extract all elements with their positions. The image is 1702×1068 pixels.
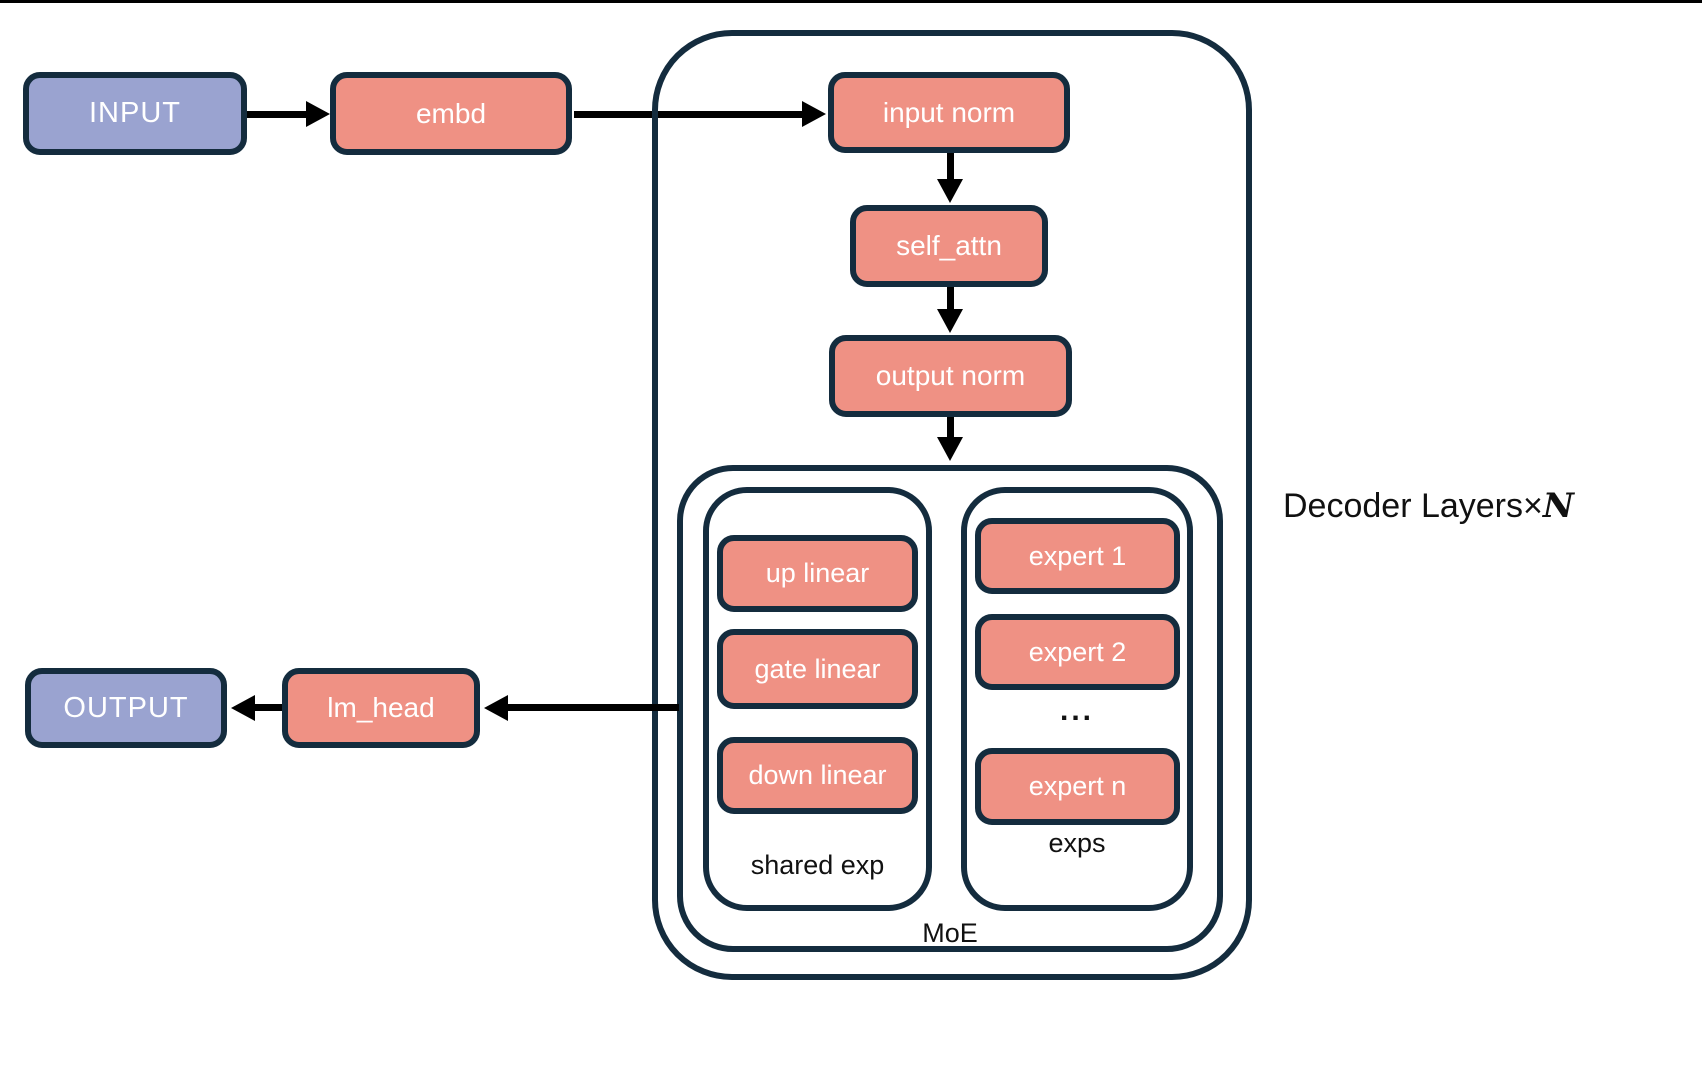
layer-count-symbol: N [1542,486,1574,526]
decoder-layers-caption-text: Decoder Layers [1283,487,1524,525]
decoder-layers-caption: Decoder Layers×N [1283,486,1574,526]
arrow-output-norm-to-moe-shaft [947,417,954,439]
arrow-output-norm-to-moe-head [937,437,963,461]
output-norm-node-label: output norm [875,360,1026,391]
arrow-moe-to-lm-head-shaft [506,704,679,711]
output-norm-node: output norm [829,335,1072,417]
experts-ellipsis: ... [1059,694,1094,727]
arrow-input-to-embd-head [306,101,330,127]
expert-1-node-label: expert 1 [1028,540,1127,571]
up-linear-node-label: up linear [765,558,870,588]
down-linear-node-label: down linear [748,760,887,790]
expert-n-node: expert n [975,748,1180,825]
input-node: INPUT [23,72,247,155]
moe-label: MoE [922,918,978,948]
up-linear-node: up linear [717,535,918,612]
expert-2-node: expert 2 [975,614,1180,690]
lm-head-node: lm_head [282,668,480,748]
arrow-self-attn-to-output-norm-head [937,309,963,333]
arrow-lm-head-to-output-head [231,695,255,721]
arrow-moe-to-lm-head-head [484,695,508,721]
moe-container [677,465,1223,952]
output-node: OUTPUT [25,668,227,748]
shared-exp-container [703,487,932,911]
gate-linear-node-label: gate linear [754,653,881,684]
lm-head-node-label: lm_head [327,692,435,723]
expert-n-node-label: expert n [1028,771,1127,801]
self-attn-node: self_attn [850,205,1048,287]
times-sign: × [1523,487,1543,525]
embd-node-label: embd [415,97,487,129]
input-norm-node-label: input norm [882,96,1016,128]
exps-container [961,487,1193,911]
expert-1-node: expert 1 [975,518,1180,594]
gate-linear-node: gate linear [717,629,918,709]
arrow-lm-head-to-output-shaft [253,704,282,711]
arrow-input-norm-to-self-attn-shaft [947,153,954,181]
expert-2-node-label: expert 2 [1028,636,1127,667]
arrow-embd-to-input-norm-head [802,101,826,127]
down-linear-node: down linear [717,737,918,814]
arrow-input-norm-to-self-attn-head [937,179,963,203]
input-norm-node: input norm [828,72,1070,153]
arrow-embd-to-input-norm-shaft [574,111,804,118]
arrow-input-to-embd-shaft [247,111,309,118]
exps-label: exps [1048,828,1106,858]
input-node-label: INPUT [89,97,181,129]
shared-exp-label: shared exp [750,850,885,880]
embd-node: embd [330,72,572,155]
arrow-self-attn-to-output-norm-shaft [947,287,954,311]
output-node-label: OUTPUT [63,691,189,724]
top-edge-line [0,0,1702,3]
self-attn-node-label: self_attn [896,230,1002,261]
decoder-layers-container [652,30,1252,980]
